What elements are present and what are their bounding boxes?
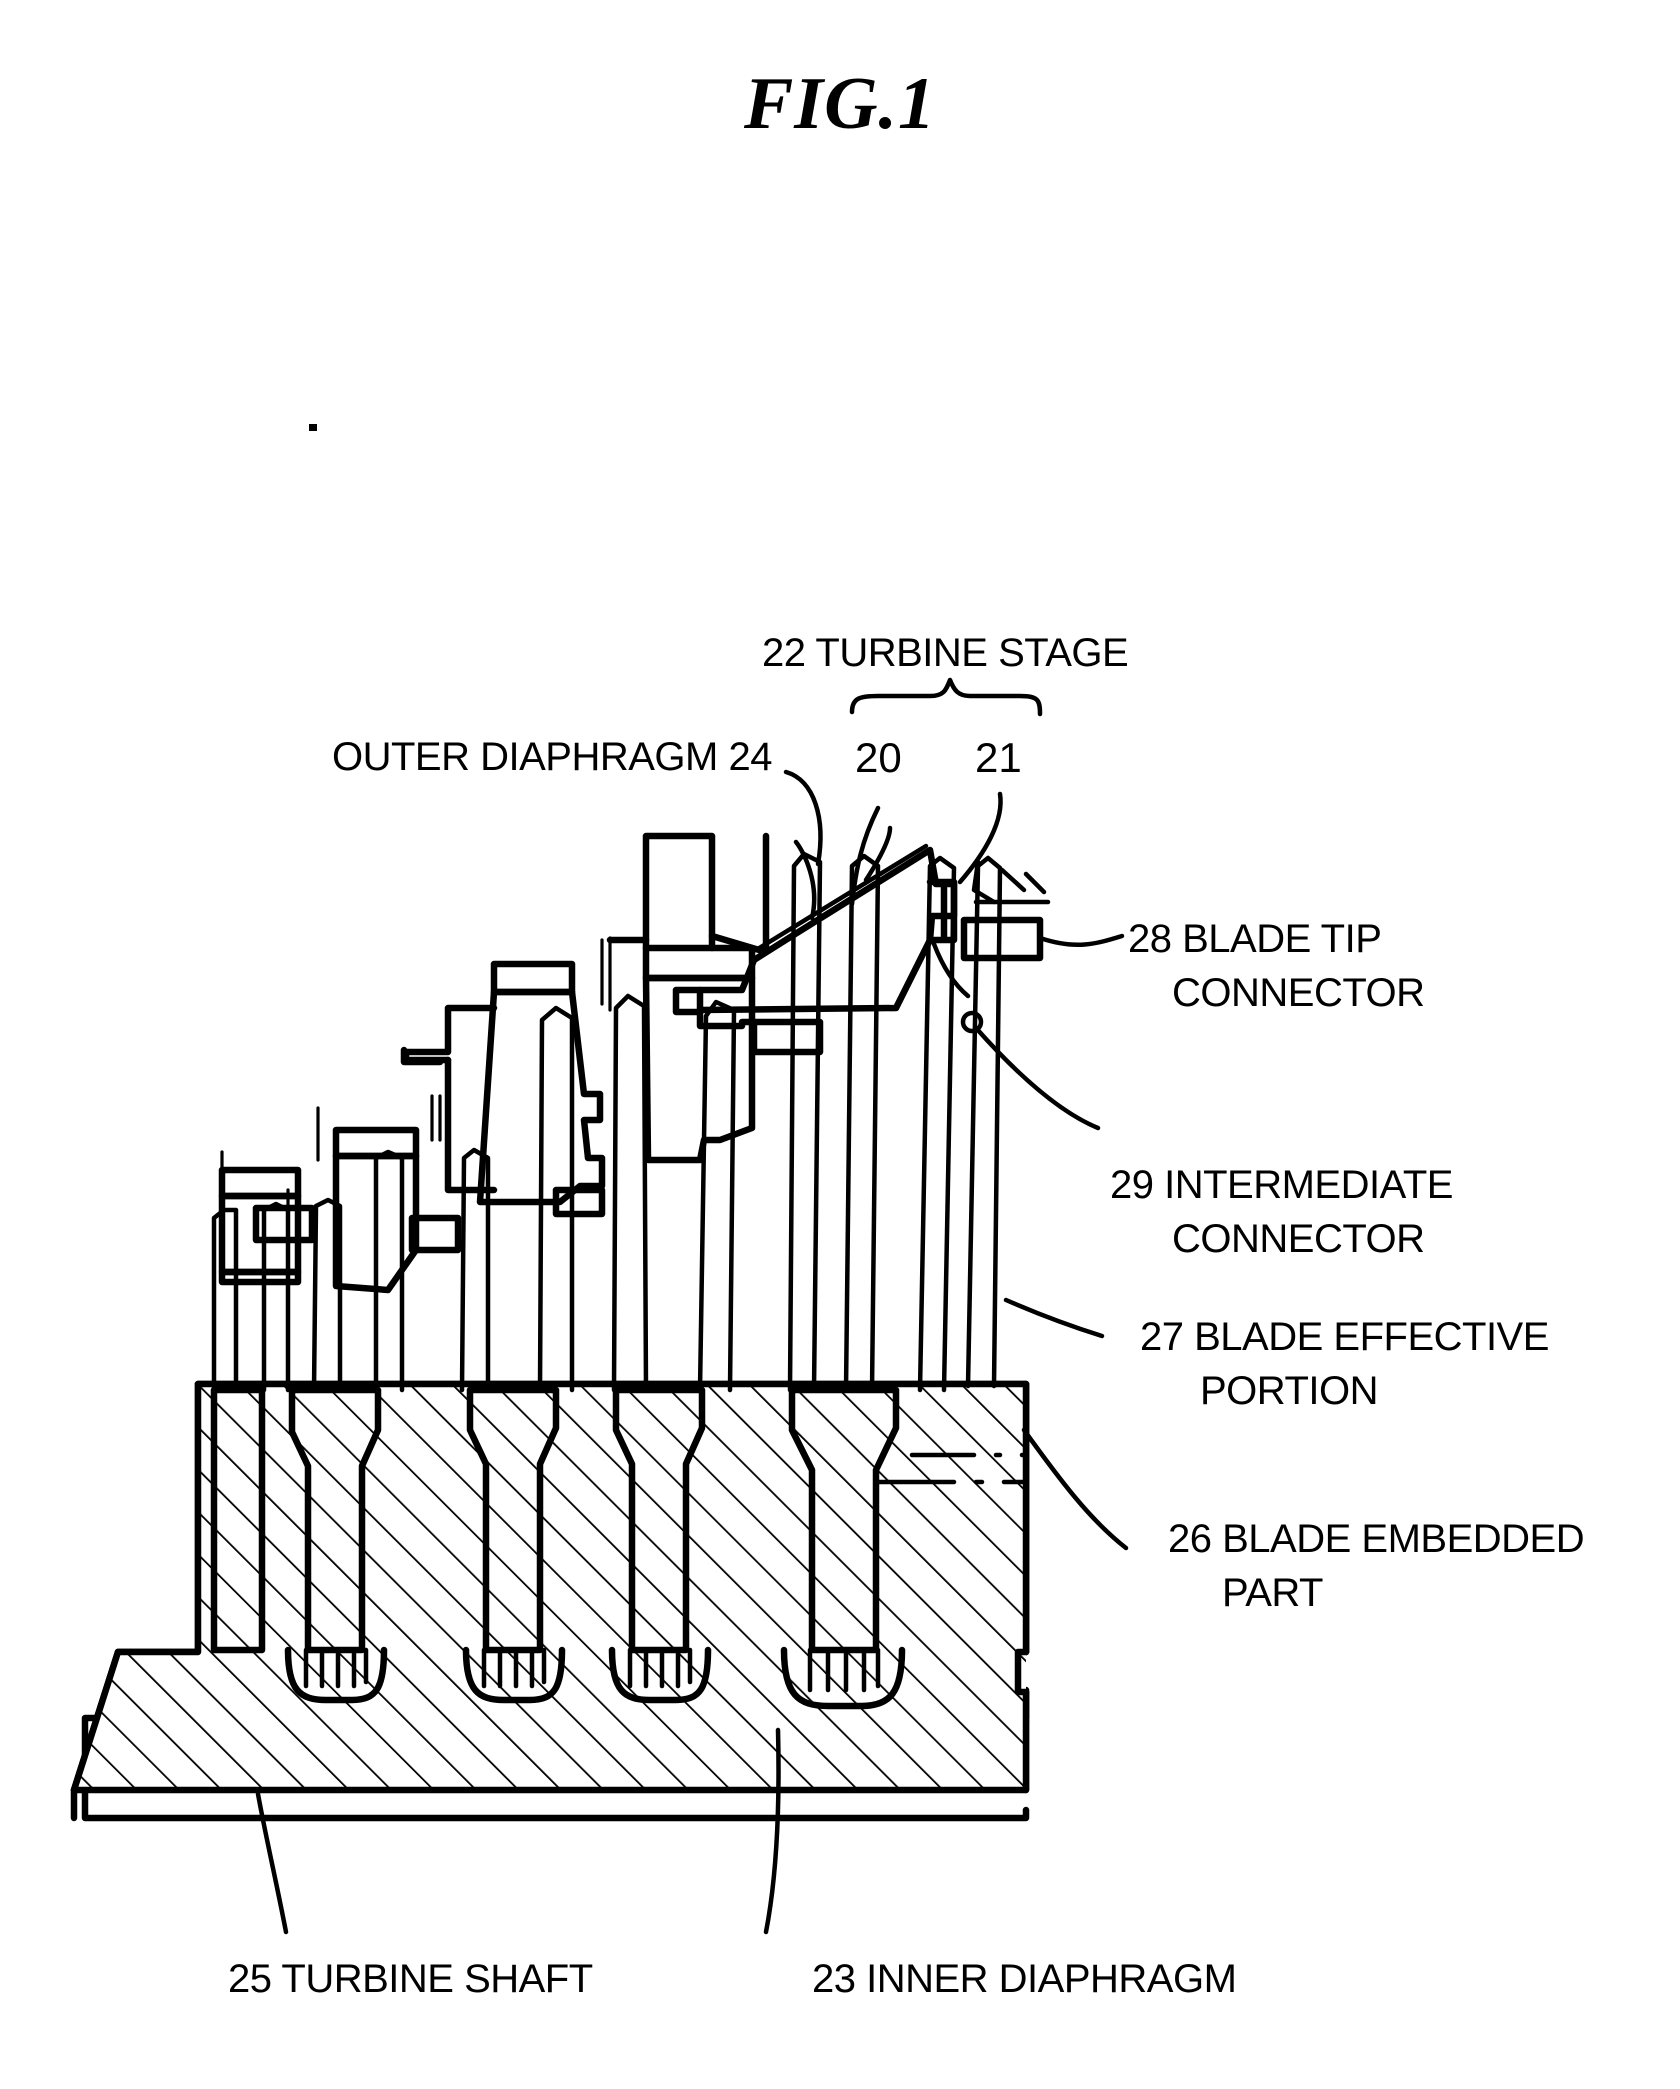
leader-27 <box>1003 1297 1105 1339</box>
leader-28 <box>1037 933 1125 948</box>
turbine-stage-brace <box>849 677 1043 717</box>
blade-root <box>284 1386 388 1704</box>
intermediate-connector-block <box>738 1018 824 1056</box>
sealing-fins <box>971 859 1051 905</box>
blade-root <box>462 1386 566 1704</box>
stray-ink-speck <box>309 424 317 431</box>
label-inner-diaphragm: 23 INNER DIAPHRAGM <box>812 1957 1236 2001</box>
leader-23 <box>763 1727 781 1935</box>
leader-21 <box>957 791 1003 885</box>
label-stationary-blade-number: 20 <box>855 734 902 781</box>
label-blade-embedded-part-line1: 26 BLADE EMBEDDED <box>1168 1517 1584 1561</box>
label-blade-tip-connector-line1: 28 BLADE TIP <box>1128 917 1381 961</box>
intermediate-connector-block-small <box>552 1186 606 1218</box>
inner-diaphragm-stage-3 <box>400 960 606 1206</box>
label-blade-effective-portion-line2: PORTION <box>1200 1369 1378 1413</box>
label-intermediate-connector-line1: 29 INTERMEDIATE <box>1110 1163 1453 1207</box>
inner-diaphragm-stage-2 <box>316 1106 462 1294</box>
blade-root <box>210 1386 266 1654</box>
label-turbine-stage: 22 TURBINE STAGE <box>762 631 1128 675</box>
blade-root <box>608 1386 712 1704</box>
label-outer-diaphragm: OUTER DIAPHRAGM 24 <box>332 735 772 779</box>
stationary-vanes-and-inner-diaphragm <box>218 832 770 1294</box>
leader-20 <box>849 805 881 907</box>
leader-lines <box>255 769 1129 1935</box>
figure-title: FIG.1 <box>743 63 937 145</box>
leader-25 <box>255 1791 289 1935</box>
blade-root <box>780 1386 906 1710</box>
label-moving-blade-number: 21 <box>975 734 1022 781</box>
blade-embedded-parts <box>210 1386 906 1710</box>
shaft-parting-line <box>873 1452 1029 1485</box>
label-blade-embedded-part-line2: PART <box>1222 1571 1323 1615</box>
label-blade-effective-portion-line1: 27 BLADE EFFECTIVE <box>1140 1315 1549 1359</box>
inner-diaphragm-stage-1 <box>218 1150 316 1286</box>
moving-blade-airfoils <box>211 851 1003 1393</box>
label-intermediate-connector-line2: CONNECTOR <box>1172 1217 1425 1261</box>
inner-diaphragm-stage-4 <box>600 832 770 1164</box>
label-blade-tip-connector-line2: CONNECTOR <box>1172 971 1425 1015</box>
labels: 22 TURBINE STAGE OUTER DIAPHRAGM 24 20 2… <box>228 631 1585 2001</box>
leader-29 <box>973 1025 1101 1131</box>
leader-26 <box>1021 1427 1129 1551</box>
leader-24 <box>783 769 823 867</box>
label-turbine-shaft: 25 TURBINE SHAFT <box>228 1957 593 2001</box>
